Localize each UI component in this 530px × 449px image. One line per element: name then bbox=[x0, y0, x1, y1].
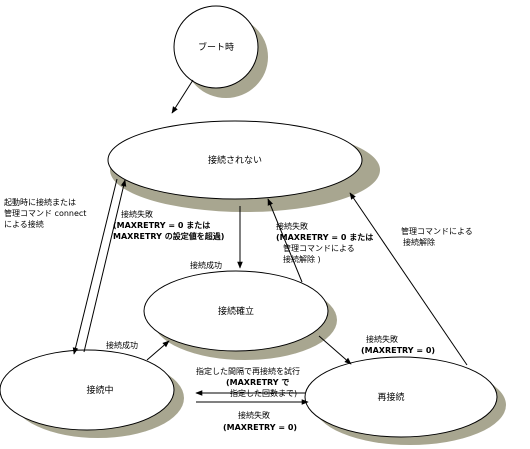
state-boot-label: ブート時 bbox=[198, 41, 234, 53]
edge-connecting-to-established bbox=[146, 340, 170, 361]
state-disconnected: 接続されない bbox=[107, 120, 363, 200]
label-reconnecting-to-disconnected: 管理コマンドによる 接続解除 bbox=[401, 226, 475, 247]
edge-disconnected-to-connecting bbox=[72, 178, 118, 355]
edge-established-to-disconnected bbox=[267, 198, 303, 283]
state-disconnected-label: 接続されない bbox=[208, 154, 262, 166]
edge-reconnecting-to-disconnected bbox=[349, 192, 468, 366]
state-boot: ブート時 bbox=[173, 5, 259, 89]
edge-labels: 起動時に接続または 管理コマンド connect による接続 接続失敗 (MAX… bbox=[4, 197, 475, 432]
label-connecting-to-established: 接続成功 bbox=[106, 340, 138, 350]
edges bbox=[72, 79, 468, 405]
label-established-to-disconnected: 接続失敗 (MAXRETRY = 0 または 管理コマンドによる 接続解除 ) bbox=[276, 221, 376, 264]
edge-established-to-reconnecting bbox=[318, 335, 352, 365]
label-disconnected-to-connecting: 起動時に接続または 管理コマンド connect による接続 bbox=[4, 197, 89, 229]
label-connecting-to-reconnecting: 接続失敗 (MAXRETRY = 0) bbox=[223, 410, 297, 432]
state-connecting: 接続中 bbox=[0, 349, 175, 431]
label-established-to-reconnecting: 接続失敗 (MAXRETRY = 0) bbox=[361, 334, 435, 355]
edge-boot-to-disconnected bbox=[171, 79, 194, 114]
edge-connecting-to-disconnected bbox=[83, 179, 127, 353]
label-reconnecting-to-connecting: 指定した間隔で再接続を試行 (MAXRETRY で 指定した回数まで) bbox=[196, 366, 303, 398]
state-connecting-label: 接続中 bbox=[86, 384, 113, 396]
label-connecting-to-disconnected: 接続失敗 (MAXRETRY = 0 または MAXRETRY の設定値を超過) bbox=[113, 209, 224, 241]
label-disconnected-to-established: 接続成功 bbox=[190, 260, 222, 270]
state-established-label: 接続確立 bbox=[218, 305, 254, 317]
state-reconnecting: 再接続 bbox=[304, 356, 498, 438]
state-established: 接続確立 bbox=[143, 270, 329, 352]
state-reconnecting-label: 再接続 bbox=[377, 391, 404, 403]
